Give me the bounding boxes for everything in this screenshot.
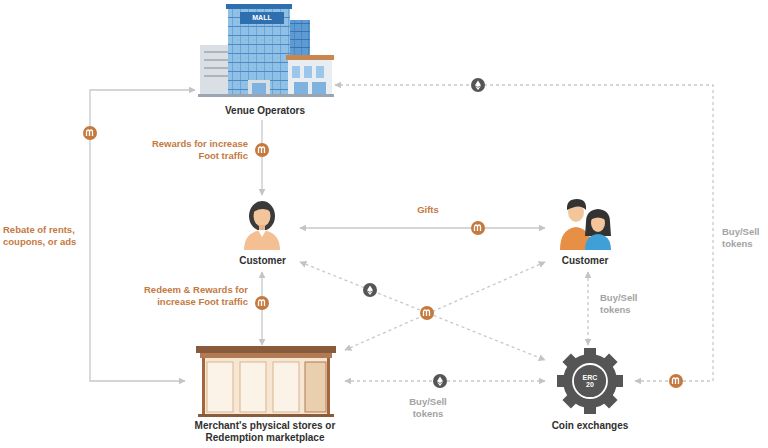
token-standard: ERC 20: [578, 374, 602, 389]
flow-connector: [335, 85, 713, 381]
edge-label: Buy/Sell tokens: [722, 226, 766, 250]
edge-label: Gifts: [400, 204, 456, 216]
token-icon: [83, 126, 97, 140]
edge-label: Rebate of rents, coupons, or ads: [3, 224, 87, 248]
ether-icon: [471, 78, 485, 92]
flow-connector: [300, 262, 545, 360]
flow-connector: [90, 90, 195, 381]
flow-connector: [345, 262, 545, 350]
edge-label: Rewards for increase Foot traffic: [143, 138, 248, 162]
mall-illustration: [198, 4, 334, 97]
node-label: Merchant's physical stores or Redemption…: [185, 420, 345, 444]
token-icon: [255, 143, 269, 157]
node-label: Venue Operators: [195, 105, 335, 117]
token-icon: [255, 296, 269, 310]
token-icon: [420, 306, 434, 320]
customer-figure: [244, 201, 280, 250]
exchange-node: ERC 20 Coin exchanges: [545, 345, 635, 435]
token-icon: [669, 374, 683, 388]
edge-label: Buy/Sell tokens: [398, 396, 458, 420]
store-illustration: [196, 346, 336, 417]
edge-label: Buy/Sell tokens: [600, 292, 646, 316]
customers-figure: [560, 199, 611, 250]
node-label: Customer: [545, 255, 625, 267]
ether-icon: [433, 374, 447, 388]
flow-connector: [587, 272, 588, 345]
gear-icon: [557, 348, 623, 414]
flow-connector: [300, 227, 545, 228]
customer-node: Customer: [225, 195, 300, 272]
ether-icon: [363, 283, 377, 297]
merchant-node: Merchant's physical stores or Redemption…: [185, 345, 345, 446]
token-icon: [471, 221, 485, 235]
node-label: Coin exchanges: [545, 420, 635, 432]
sign-text: MALL: [240, 13, 284, 23]
edge-label: Redeem & Rewards for increase Foot traff…: [138, 284, 248, 308]
flow-connector: [261, 120, 262, 195]
node-label: Customer: [225, 255, 300, 267]
customer-node: Customer: [545, 195, 625, 272]
